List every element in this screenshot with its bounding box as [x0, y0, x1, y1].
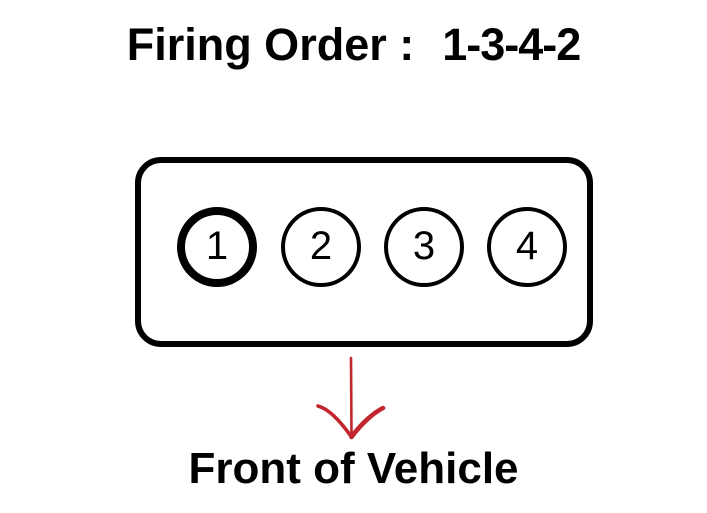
cylinder-2[interactable]: 2 [281, 207, 361, 287]
firing-order-sequence: 1-3-4-2 [442, 19, 581, 70]
cylinder-number-label: 3 [412, 224, 436, 268]
cylinder-1[interactable]: 1 [177, 207, 257, 287]
cylinder-number-label: 2 [309, 224, 333, 268]
page-title: Firing Order : 1-3-4-2 [0, 22, 707, 67]
cylinder-3[interactable]: 3 [384, 207, 464, 287]
cylinder-row: 1 2 3 4 [141, 163, 587, 341]
down-arrow-icon [316, 356, 386, 440]
firing-order-label: Firing Order : [126, 19, 415, 70]
cylinder-number-label: 1 [205, 224, 229, 268]
cylinder-4[interactable]: 4 [487, 207, 567, 287]
engine-block: 1 2 3 4 [135, 157, 593, 347]
cylinder-number-label: 4 [515, 224, 539, 268]
front-of-vehicle-caption: Front of Vehicle [188, 444, 519, 493]
direction-arrow [295, 352, 415, 447]
